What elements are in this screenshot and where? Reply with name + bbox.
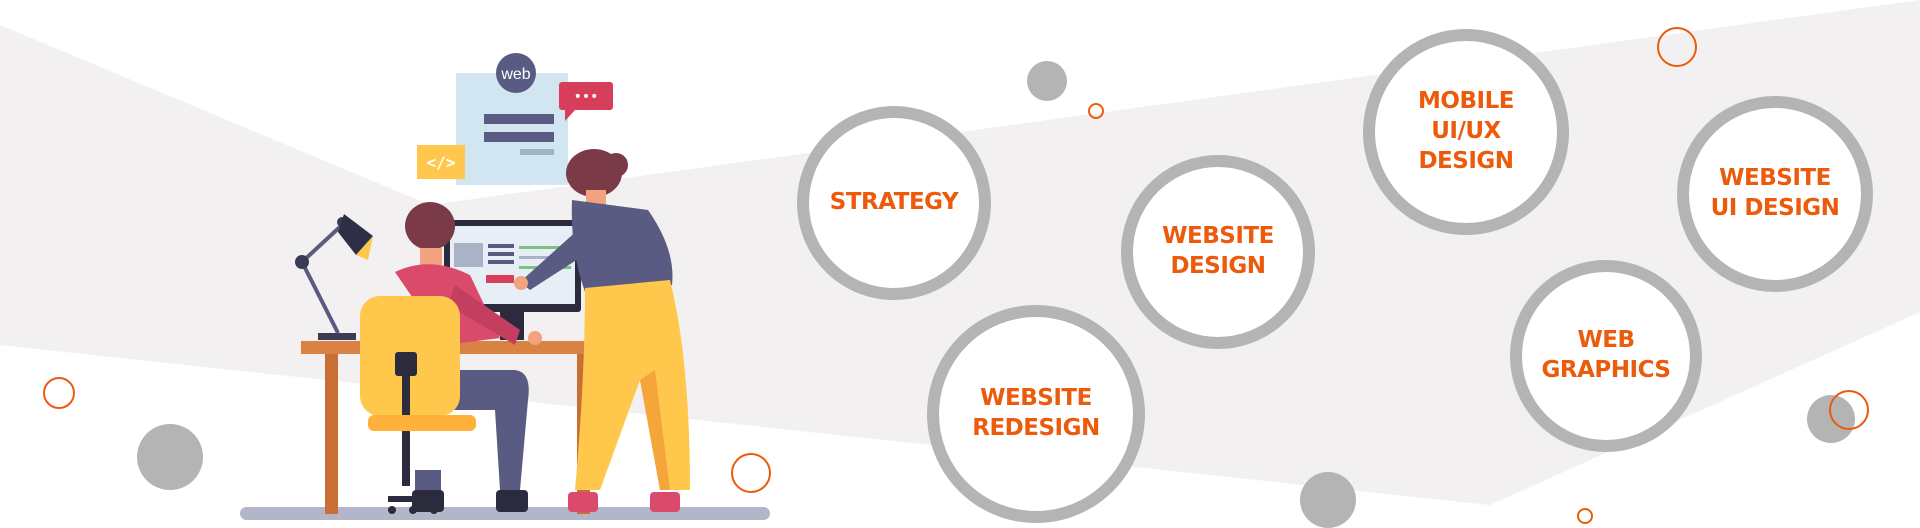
service-bubble-website-design[interactable]: WEBSITE DESIGN — [1121, 155, 1315, 349]
service-bubble-mobile-ui-ux-design[interactable]: MOBILE UI/UX DESIGN — [1363, 29, 1569, 235]
deco-circle — [1300, 472, 1356, 528]
service-label: MOBILE UI/UX DESIGN — [1418, 88, 1514, 174]
deco-ring — [1657, 27, 1697, 67]
office-illustration: web ••• </> — [240, 53, 770, 520]
deco-circle — [1027, 61, 1067, 101]
service-bubble-website-ui-design[interactable]: WEBSITE UI DESIGN — [1677, 96, 1873, 292]
deco-ring — [43, 377, 75, 409]
chat-dots-text: ••• — [574, 89, 599, 105]
service-bubble-web-graphics[interactable]: WEB GRAPHICS — [1510, 260, 1702, 452]
service-label: WEBSITE REDESIGN — [972, 385, 1100, 441]
service-bubble-strategy[interactable]: STRATEGY — [797, 106, 991, 300]
service-bubble-website-redesign[interactable]: WEBSITE REDESIGN — [927, 305, 1145, 523]
deco-ring — [731, 453, 771, 493]
service-label: WEBSITE UI DESIGN — [1710, 165, 1840, 221]
service-label: WEB GRAPHICS — [1541, 327, 1671, 383]
deco-ring — [1577, 508, 1593, 524]
web-badge-text: web — [500, 66, 530, 83]
service-label: STRATEGY — [829, 189, 959, 216]
deco-ring — [1829, 390, 1869, 430]
deco-ring — [1088, 103, 1104, 119]
code-tag-text: </> — [427, 153, 456, 172]
service-label: WEBSITE DESIGN — [1162, 223, 1274, 279]
deco-circle — [137, 424, 203, 490]
